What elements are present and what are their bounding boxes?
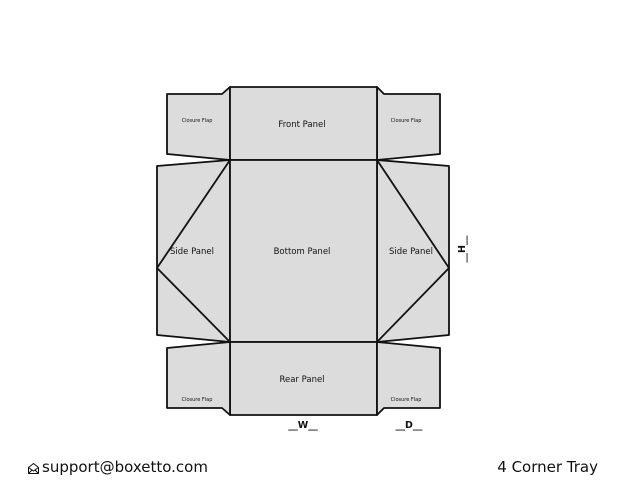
closure-flap-top-left-label: Closure Flap xyxy=(182,118,213,124)
bottom-panel xyxy=(229,159,378,343)
mail-icon xyxy=(27,461,40,474)
front-panel-label: Front Panel xyxy=(278,120,325,130)
fold-line xyxy=(376,159,450,269)
fold-line xyxy=(156,267,231,343)
closure-flap-bottom-right xyxy=(376,341,441,416)
bottom-panel-label: Bottom Panel xyxy=(274,247,331,257)
product-name: 4 Corner Tray xyxy=(497,458,598,476)
support-email-text: support@boxetto.com xyxy=(42,458,208,476)
closure-flap-bottom-left xyxy=(166,341,231,416)
dimension-height-label: __H__ xyxy=(457,235,468,262)
fold-line xyxy=(376,267,450,343)
fold-line xyxy=(156,159,231,269)
dimension-depth-label: __D__ xyxy=(396,420,423,431)
closure-flap-bottom-right-label: Closure Flap xyxy=(391,397,422,403)
support-email[interactable]: support@boxetto.com xyxy=(27,458,208,476)
closure-flap-top-right-label: Closure Flap xyxy=(391,118,422,124)
closure-flap-bottom-left-label: Closure Flap xyxy=(182,397,213,403)
side-panel-left-label: Side Panel xyxy=(170,247,214,257)
front-panel xyxy=(229,86,378,161)
rear-panel-label: Rear Panel xyxy=(279,375,324,385)
side-panel-right-label: Side Panel xyxy=(389,247,433,257)
dimension-width-label: __W__ xyxy=(288,420,318,431)
